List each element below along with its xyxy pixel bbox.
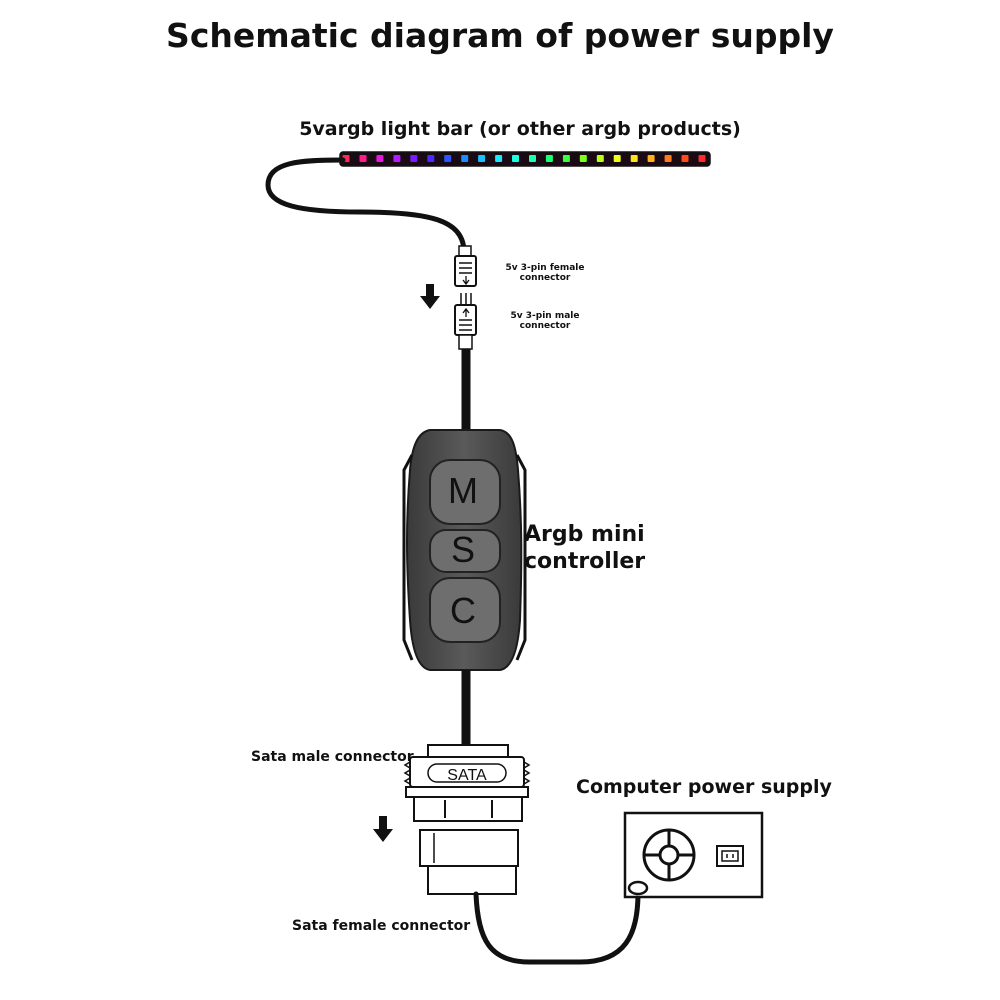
- psu-cable: [473, 890, 641, 965]
- led-2: [376, 155, 384, 162]
- button-label-c: C: [450, 590, 476, 631]
- argb-light-bar: [339, 151, 711, 167]
- button-label-m: M: [448, 470, 478, 511]
- led-10: [512, 155, 519, 162]
- sata-male-connector: SATA: [403, 744, 531, 822]
- speed-button: [429, 529, 501, 573]
- female-connector-label: 5v 3-pin female connector: [498, 263, 592, 283]
- led-15: [596, 155, 604, 162]
- led-20: [681, 155, 689, 162]
- controller-label-line1: Argb mini: [524, 522, 645, 547]
- male-connector-label-line1: 5v 3-pin male: [510, 311, 580, 321]
- led-3: [393, 155, 401, 162]
- led-17: [630, 155, 638, 162]
- male-3pin-connector: [454, 293, 477, 350]
- female-connector-label-line2: connector: [519, 273, 571, 283]
- led-1: [359, 155, 367, 162]
- male-connector-label: 5v 3-pin male connector: [498, 311, 592, 331]
- led-4: [410, 155, 418, 162]
- light-bar-label: 5vargb light bar (or other argb products…: [299, 118, 741, 140]
- color-button: [429, 577, 501, 643]
- led-21: [698, 155, 706, 162]
- led-6: [444, 155, 452, 162]
- led-13: [562, 155, 570, 162]
- sata-plug-text: SATA: [447, 767, 487, 784]
- sata-male-label: Sata male connector: [251, 749, 414, 765]
- controller-label: Argb mini controller: [524, 521, 645, 575]
- argb-mini-controller: M S C: [402, 429, 527, 671]
- male-connector-label-line2: connector: [519, 321, 571, 331]
- light-bar-cable: [265, 157, 467, 253]
- led-18: [647, 155, 655, 162]
- mode-button: [429, 459, 501, 525]
- led-9: [495, 155, 503, 162]
- led-11: [529, 155, 536, 162]
- led-7: [461, 155, 469, 162]
- light-bar-leds: [342, 155, 706, 162]
- led-8: [478, 155, 486, 162]
- power-supply-label: Computer power supply: [576, 776, 832, 798]
- sata-female-connector: [419, 829, 519, 895]
- diagram-title: Schematic diagram of power supply: [166, 16, 834, 55]
- power-socket-icon: [716, 845, 744, 867]
- led-12: [545, 155, 553, 162]
- arrow-down-icon: [420, 284, 440, 309]
- female-3pin-connector: [454, 245, 477, 287]
- computer-power-supply: [623, 811, 764, 899]
- button-label-s: S: [451, 529, 475, 570]
- sata-female-label: Sata female connector: [292, 918, 471, 934]
- led-19: [664, 155, 672, 162]
- controller-label-line2: controller: [524, 549, 646, 574]
- female-connector-label-line1: 5v 3-pin female: [505, 263, 585, 273]
- led-16: [613, 155, 621, 162]
- led-5: [427, 155, 435, 162]
- led-14: [579, 155, 587, 162]
- arrow-down-icon: [373, 816, 393, 842]
- cable-port: [627, 880, 649, 896]
